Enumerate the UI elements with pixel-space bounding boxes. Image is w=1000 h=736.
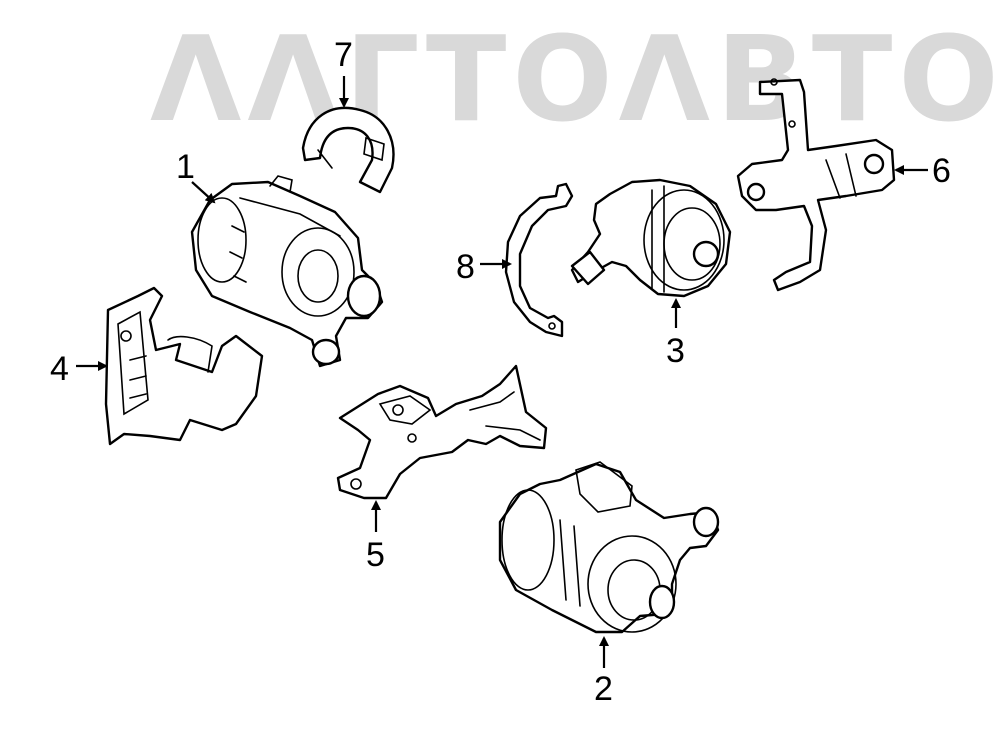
part-3-pump	[570, 178, 732, 298]
part-6-bracket	[736, 78, 896, 292]
callout-labels: 1 2 3 4 5 6 7 8	[50, 36, 951, 708]
callout-label-4: 4	[50, 350, 69, 388]
part-8-strap	[504, 182, 574, 338]
callout-label-6: 6	[932, 152, 951, 190]
arrow-1	[191, 181, 216, 204]
part-2-pump	[498, 461, 720, 634]
part-5-bracket	[336, 364, 548, 500]
callout-arrows	[76, 76, 928, 668]
callout-label-3: 3	[666, 332, 685, 370]
callout-label-8: 8	[456, 248, 475, 286]
part-7-clamp	[301, 106, 395, 194]
watermark-text: ΛΛΓТОΛВТО	[150, 10, 1000, 148]
callout-label-7: 7	[334, 36, 353, 74]
callout-label-5: 5	[366, 536, 385, 574]
part-4-bracket	[104, 286, 264, 446]
part-1-pump	[190, 175, 384, 368]
callout-label-1: 1	[176, 148, 195, 186]
callout-label-2: 2	[594, 670, 613, 708]
watermark-logo: ΛΛΓТОΛВТО	[150, 10, 1000, 148]
